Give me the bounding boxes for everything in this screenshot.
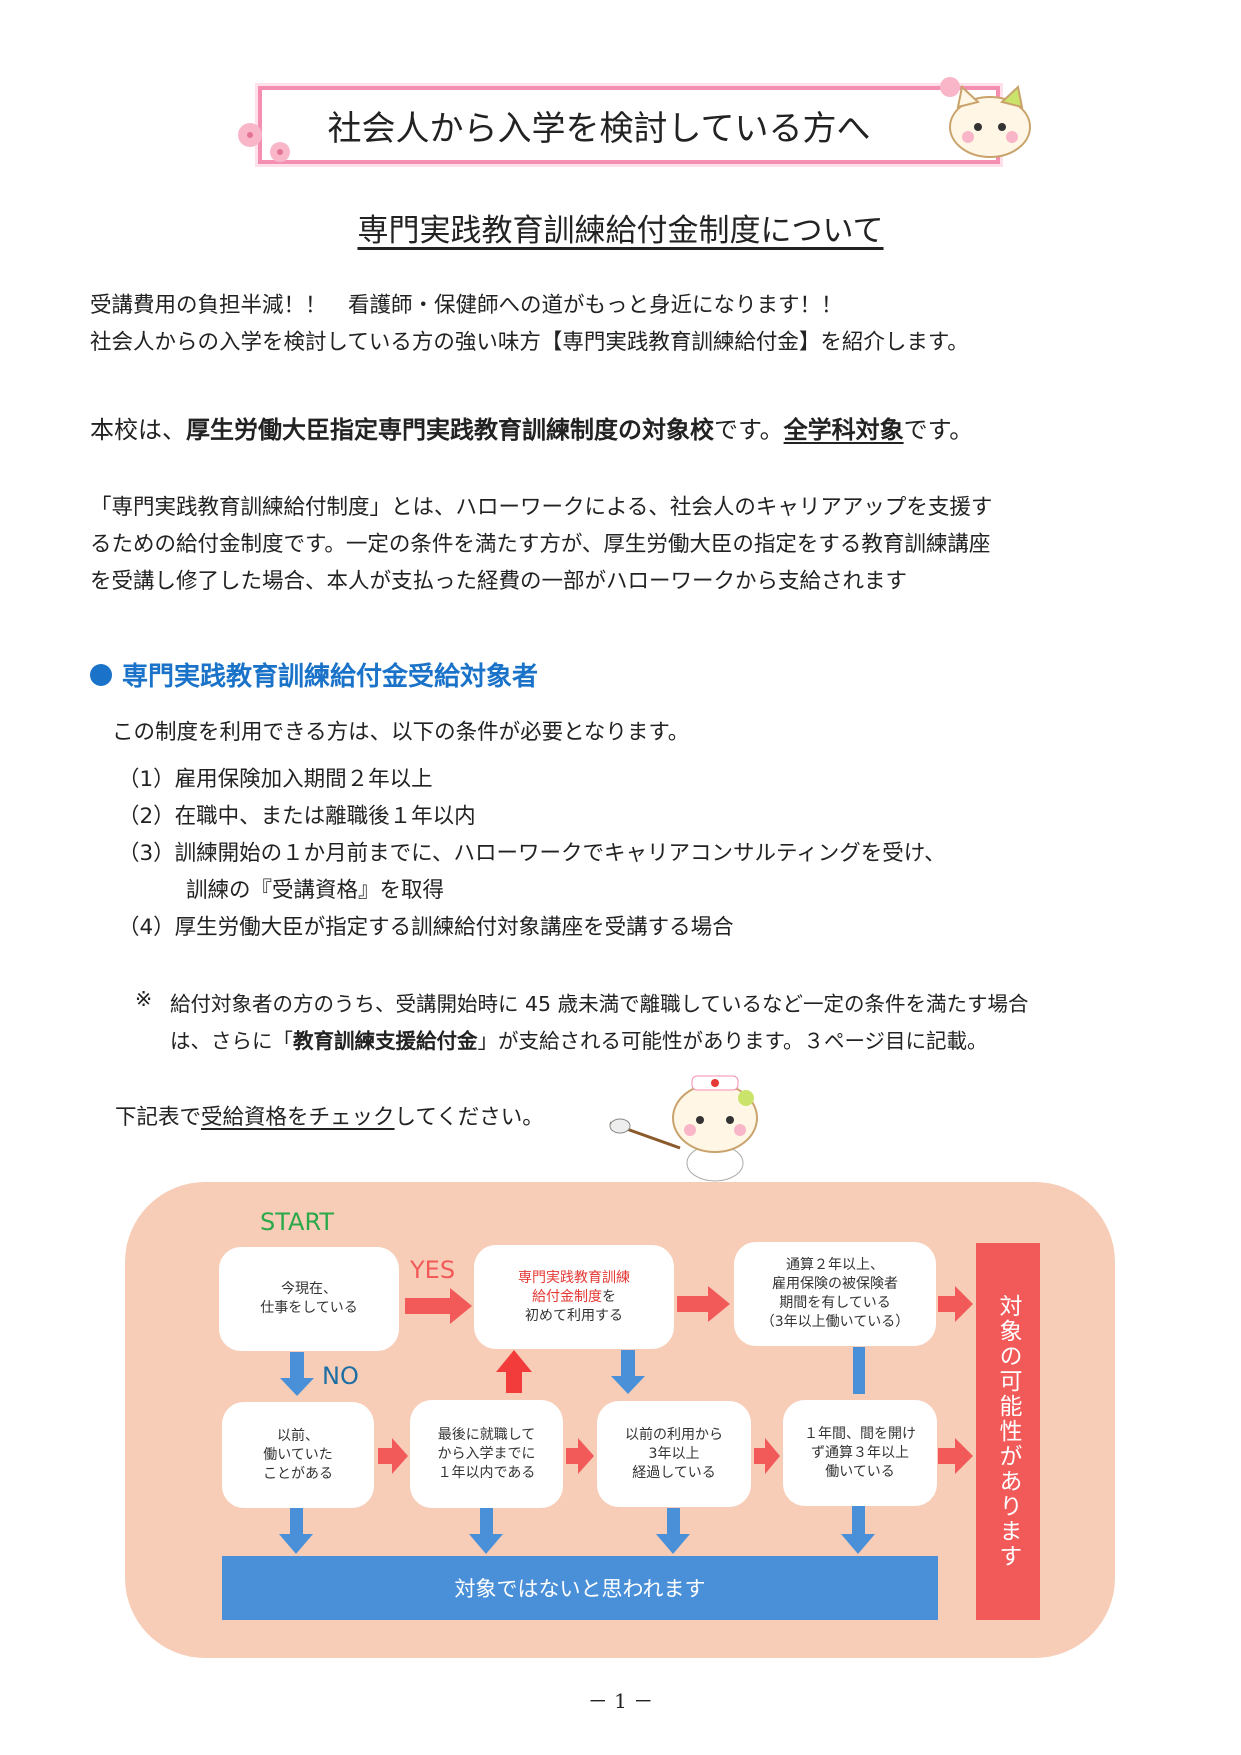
flow-box-currently-working: 今現在、仕事をしている (219, 1247, 399, 1351)
school-statement: 本校は、厚生労働大臣指定専門実践教育訓練制度の対象校です。全学科対象です。 (90, 410, 973, 445)
cat-mascot-icon (940, 77, 1031, 158)
box-text: から入学までに (437, 1445, 536, 1462)
paragraph-line: るための給付金制度です。一定の条件を満たす方が、厚生労働大臣の指定をする教育訓練… (90, 532, 991, 557)
intro-line: 受講費用の負担半減！！ 看護師・保健師への道がもっと身近になります！！ (90, 293, 843, 318)
box-text: １年間、間を開け (804, 1425, 916, 1442)
arrow-up-icon (496, 1350, 532, 1393)
box-text: 通算２年以上、 (786, 1257, 884, 1273)
arrow-down-icon (656, 1508, 690, 1554)
paragraph-line: 「専門実践教育訓練給付制度」とは、ハローワークによる、社会人のキャリアアップを支… (90, 495, 993, 520)
arrow-right-icon (405, 1288, 472, 1324)
flow-box-first-use: 専門実践教育訓練給付金制度を初めて利用する (474, 1245, 674, 1349)
text-bold: 厚生労働大臣指定専門実践教育訓練制度の対象校 (186, 416, 714, 444)
box-text: 以前の利用から (625, 1426, 723, 1443)
condition-item: （2）在職中、または離職後１年以内 (118, 804, 476, 829)
page-title: 社会人から入学を検討している方へ (327, 108, 871, 149)
condition-item: （4）厚生労働大臣が指定する訓練給付対象講座を受講する場合 (118, 915, 734, 940)
box-text: 雇用保険の被保険者 (772, 1276, 898, 1292)
text: してください。 (394, 1105, 544, 1130)
note-mark: ※ (135, 987, 153, 1011)
box-text: 最後に就職して (437, 1426, 536, 1443)
text-underline: 全学科対象 (783, 416, 904, 444)
arrow-down-icon (841, 1505, 875, 1554)
flow-box-three-years-worked: １年間、間を開けず通算３年以上働いている (783, 1400, 937, 1506)
box-text: 初めて利用する (525, 1307, 623, 1324)
flow-box-within-one-year: 最後に就職してから入学までに １年以内である (410, 1400, 563, 1508)
note-line: 給付対象者の方のうち、受講開始時に 45 歳未満で離職しているなど一定の条件を満… (170, 992, 1029, 1016)
text-bold: 教育訓練支援給付金 (293, 1029, 478, 1053)
text: 本校は、 (90, 416, 186, 444)
flow-box-worked-before: 以前、働いていたことがある (222, 1402, 374, 1508)
not-eligible-result: 対象ではないと思われます (222, 1556, 938, 1620)
box-text: 今現在、 (281, 1281, 337, 1297)
box-text: 働いていた (263, 1446, 333, 1463)
arrow-right-icon (754, 1438, 780, 1474)
nurse-cat-mascot-icon (609, 1075, 758, 1182)
text: 下記表で (115, 1105, 202, 1130)
sakura-icon (238, 123, 290, 162)
eligible-result: 対象の可能性があります (976, 1243, 1040, 1620)
intro-line: 社会人からの入学を検討している方の強い味方【専門実践教育訓練給付金】を紹介します… (90, 330, 969, 355)
arrow-right-icon (566, 1438, 594, 1474)
flow-box-three-years-since: 以前の利用から 3年以上経過している (597, 1401, 751, 1507)
box-text-red: 専門実践教育訓練 (518, 1269, 630, 1286)
box-text: ず通算３年以上 (811, 1444, 909, 1461)
start-label: START (260, 1208, 335, 1236)
arrow-right-icon (938, 1286, 973, 1322)
arrow-right-icon (938, 1438, 973, 1474)
section-heading: 専門実践教育訓練給付金受給対象者 (90, 656, 538, 693)
text-underline: 受給資格をチェック (201, 1105, 395, 1130)
text: です。 (714, 416, 784, 444)
section-lead: この制度を利用できる方は、以下の条件が必要となります。 (112, 720, 690, 745)
condition-item: （1）雇用保険加入期間２年以上 (118, 767, 433, 792)
connector-line (853, 1347, 865, 1394)
box-text: 3年以上 (648, 1445, 700, 1462)
condition-item: 訓練の『受講資格』を取得 (186, 878, 445, 903)
box-text: 以前、 (277, 1427, 319, 1444)
page-number: － 1 － (587, 1689, 654, 1713)
bullet-icon (90, 663, 112, 686)
text: です。 (903, 416, 974, 444)
text: は、さらに「 (170, 1029, 293, 1053)
note-line: は、さらに「教育訓練支援給付金」が支給される可能性があります。３ページ目に記載。 (170, 1024, 988, 1054)
arrow-right-icon (378, 1438, 408, 1474)
subtitle-text: 専門実践教育訓練給付金制度について (357, 213, 884, 249)
box-text: ことがある (263, 1465, 333, 1482)
text: 」が支給される可能性があります。３ページ目に記載。 (477, 1029, 988, 1053)
box-text-red: 給付金制度 (532, 1288, 602, 1305)
title-banner: 社会人から入学を検討している方へ (258, 86, 1000, 164)
no-label: NO (322, 1362, 359, 1390)
subtitle: 専門実践教育訓練給付金制度について (0, 205, 1241, 250)
box-text: １年以内である (437, 1464, 536, 1481)
box-text: 仕事をしている (260, 1300, 358, 1316)
arrow-down-icon (279, 1508, 313, 1554)
check-line: 下記表で受給資格をチェックしてください。 (115, 1100, 544, 1131)
arrow-down-icon (469, 1508, 503, 1554)
box-text: 働いている (825, 1463, 895, 1480)
arrow-right-icon (677, 1286, 730, 1322)
condition-item: （3）訓練開始の１か月前までに、ハローワークでキャリアコンサルティングを受け、 (118, 841, 946, 866)
flow-box-insured-period: 通算２年以上、雇用保険の被保険者期間を有している （3年以上働いている） (734, 1242, 936, 1346)
arrow-down-icon (280, 1352, 314, 1396)
yes-label: YES (410, 1256, 456, 1284)
box-text: 期間を有している (779, 1295, 891, 1311)
arrow-down-icon (611, 1350, 645, 1394)
box-text: （3年以上働いている） (760, 1314, 910, 1330)
paragraph-line: を受講し修了した場合、本人が支払った経費の一部がハローワークから支給されます (90, 569, 908, 594)
section-heading-text: 専門実践教育訓練給付金受給対象者 (122, 662, 539, 692)
box-text: 経過している (632, 1464, 716, 1481)
box-text: を (602, 1288, 616, 1305)
